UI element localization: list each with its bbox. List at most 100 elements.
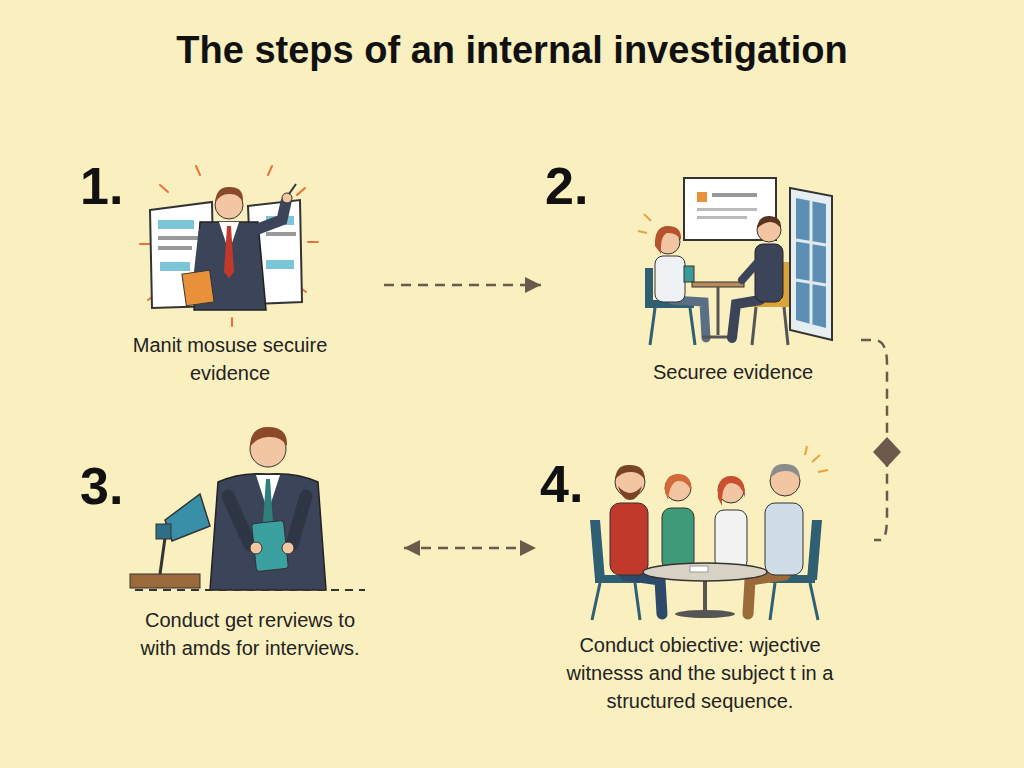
chair-leg bbox=[752, 307, 756, 345]
torso bbox=[765, 503, 803, 575]
chair bbox=[590, 520, 605, 580]
desk bbox=[130, 574, 200, 588]
title: The steps of an internal investigation bbox=[0, 27, 1024, 73]
table-leg bbox=[717, 287, 720, 335]
ray bbox=[297, 188, 305, 195]
legs bbox=[672, 300, 706, 338]
arrowhead bbox=[520, 540, 536, 556]
arrowhead bbox=[525, 277, 541, 293]
step-caption: Securee evidence bbox=[613, 358, 853, 386]
step-caption: Conduct get rerviews to with amds for in… bbox=[125, 606, 375, 662]
hair bbox=[655, 226, 681, 254]
step4-figure bbox=[590, 446, 828, 620]
ray bbox=[196, 166, 200, 175]
table bbox=[692, 282, 744, 287]
news-block bbox=[266, 260, 294, 269]
chair bbox=[807, 520, 822, 580]
hair bbox=[215, 187, 243, 203]
pane-bar bbox=[810, 201, 813, 324]
megaphone-grip bbox=[156, 524, 171, 539]
suit bbox=[755, 244, 783, 302]
pen bbox=[289, 184, 296, 194]
screen-line bbox=[697, 208, 757, 211]
dashed-connector bbox=[861, 340, 887, 540]
door bbox=[790, 188, 832, 340]
glass bbox=[796, 198, 826, 328]
news-line bbox=[266, 232, 296, 236]
chair-leg bbox=[635, 583, 640, 620]
arm bbox=[228, 496, 250, 545]
sparkle bbox=[638, 231, 647, 233]
step-number: 2. bbox=[545, 160, 588, 212]
news-block bbox=[158, 220, 194, 229]
torso bbox=[715, 510, 747, 570]
megaphone bbox=[165, 494, 210, 541]
step-number: 3. bbox=[80, 460, 123, 512]
legs bbox=[748, 575, 785, 614]
legs bbox=[625, 575, 662, 614]
screen-icon bbox=[697, 192, 707, 202]
table-leg bbox=[703, 580, 707, 612]
hair bbox=[250, 427, 287, 447]
head bbox=[665, 475, 691, 501]
arm bbox=[292, 496, 306, 545]
chair-leg bbox=[770, 583, 775, 620]
hair bbox=[615, 465, 645, 480]
chair-leg bbox=[592, 583, 600, 620]
tablet bbox=[684, 266, 694, 282]
lamp-arm bbox=[160, 538, 165, 574]
step-group: 1. Manit mosuse secuire evidence bbox=[80, 160, 380, 387]
hair bbox=[718, 476, 745, 506]
paper bbox=[690, 566, 708, 572]
step3-figure bbox=[130, 427, 365, 590]
step1-figure bbox=[140, 166, 318, 326]
arm bbox=[255, 202, 286, 230]
chair-leg bbox=[650, 308, 655, 345]
hair bbox=[665, 474, 691, 500]
connector-line bbox=[404, 547, 536, 550]
screen-line bbox=[712, 193, 757, 197]
tie bbox=[224, 226, 234, 278]
news-line bbox=[158, 246, 192, 250]
torso bbox=[662, 508, 694, 570]
beard bbox=[618, 486, 642, 500]
hair bbox=[770, 464, 800, 479]
arrowhead bbox=[404, 540, 420, 556]
screen-line bbox=[697, 216, 747, 219]
dash-rule bbox=[135, 589, 365, 591]
sparkle bbox=[644, 214, 651, 221]
hand bbox=[250, 542, 262, 554]
ray bbox=[268, 166, 272, 175]
news-block bbox=[160, 262, 190, 271]
ray bbox=[308, 241, 318, 243]
torso bbox=[655, 256, 685, 302]
ray bbox=[140, 243, 150, 245]
hand bbox=[282, 193, 292, 203]
step-group: 2. Securee evidence bbox=[545, 160, 857, 386]
legs bbox=[732, 300, 760, 338]
news-line bbox=[158, 236, 198, 240]
step-caption: Manit mosuse secuire evidence bbox=[105, 331, 355, 387]
dashed-connector bbox=[384, 277, 541, 293]
connector-line bbox=[384, 284, 541, 287]
dashed-connector bbox=[404, 540, 536, 556]
step-number: 1. bbox=[80, 160, 123, 212]
folder bbox=[182, 270, 214, 306]
ray bbox=[160, 185, 168, 192]
hand bbox=[282, 542, 294, 554]
ray bbox=[231, 318, 233, 326]
step-group: 4.Conduct obiective: wjective witnesss a… bbox=[540, 458, 870, 715]
suit bbox=[210, 474, 326, 590]
torso bbox=[610, 503, 648, 575]
sunburst bbox=[140, 166, 318, 326]
chair-leg bbox=[690, 308, 695, 345]
newspaper bbox=[150, 202, 214, 308]
step-number: 4. bbox=[540, 458, 583, 510]
connector-line bbox=[861, 340, 887, 540]
chair-leg bbox=[784, 307, 788, 345]
arm bbox=[742, 262, 758, 280]
sparkle bbox=[818, 470, 828, 472]
chair-leg bbox=[810, 583, 818, 620]
hair bbox=[757, 216, 781, 229]
step2-figure bbox=[638, 178, 832, 345]
